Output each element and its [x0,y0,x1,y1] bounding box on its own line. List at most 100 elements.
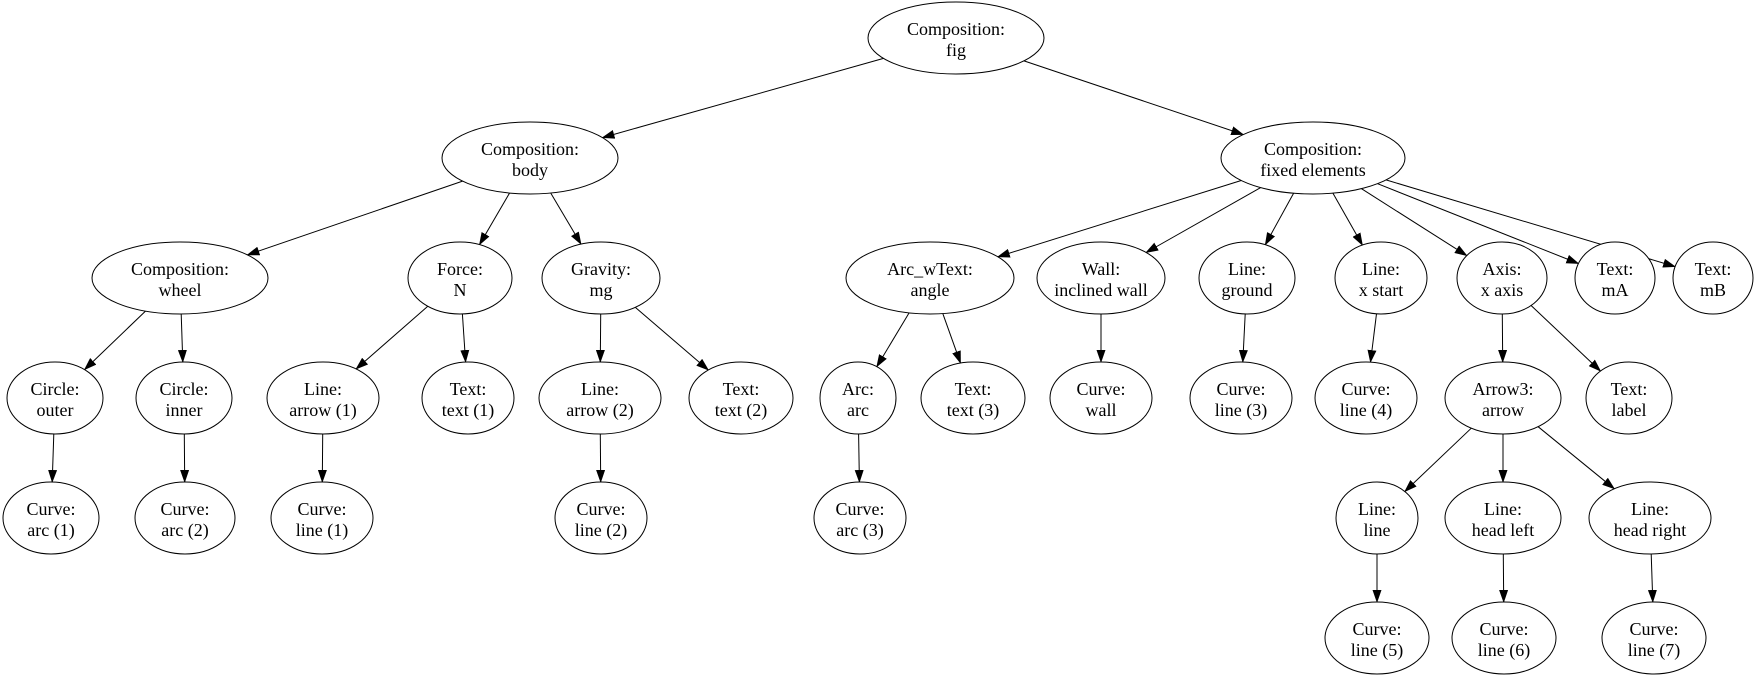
node-label-type-circle_outer: Circle: [31,379,80,399]
node-ellipse-line_line [1335,481,1419,555]
node-label-name-curve_line1: line (1) [296,520,348,541]
node-label-name-axis_xaxis: x axis [1481,280,1524,300]
edge-line_headright-to-curve_line7 [1647,553,1657,603]
tree-node-curve_wall: Curve:wall [1049,361,1153,435]
node-label-type-arrow3_arrow: Arrow3: [1473,379,1534,399]
node-label-type-line_headleft: Line: [1484,499,1522,519]
node-label-type-gravity_mg: Gravity: [571,259,631,279]
tree-node-text_text1: Text:text (1) [421,361,515,435]
node-ellipse-text_mb [1672,241,1754,315]
node-label-type-curve_line4: Curve: [1342,379,1391,399]
node-label-type-arc_wtext_angle: Arc_wText: [887,259,973,279]
edge-arc_wtext_angle-to-text_text3 [942,313,961,365]
edge-axis_xaxis-to-text_label [1530,305,1602,372]
node-ellipse-text_text1 [421,361,515,435]
edge-arrow3_arrow-to-line_line [1404,427,1472,493]
tree-node-curve_line6: Curve:line (6) [1451,601,1557,675]
edge-line_ground-to-curve_line3 [1238,313,1248,363]
node-ellipse-line_arrow1 [266,361,380,435]
node-label-name-gravity_mg: mg [589,280,612,300]
node-label-name-curve_arc1: arc (1) [27,520,74,541]
tree-node-text_ma: Text:mA [1574,241,1656,315]
tree-node-circle_inner: Circle:inner [135,361,233,435]
tree-node-curve_line2: Curve:line (2) [554,481,648,555]
node-ellipse-curve_line5 [1324,601,1430,675]
edge-line_xstart-to-curve_line4 [1367,313,1377,364]
tree-node-force_n: Force:N [407,241,513,315]
tree-node-text_text2: Text:text (2) [688,361,794,435]
node-label-name-text_mb: mB [1700,280,1726,300]
node-label-type-line_line: Line: [1358,499,1396,519]
node-label-name-arc_arc: arc [847,400,869,420]
edge-fig-to-fixed_elements [1023,60,1245,135]
node-label-name-curve_line2: line (2) [575,520,627,541]
node-ellipse-line_headright [1588,481,1712,555]
node-ellipse-line_ground [1198,241,1296,315]
tree-node-line_ground: Line:ground [1198,241,1296,315]
node-ellipse-wall_inclined [1036,241,1166,315]
edge-arc_wtext_angle-to-arc_arc [876,312,910,368]
node-label-type-curve_line2: Curve: [577,499,626,519]
node-label-type-force_n: Force: [437,259,483,279]
node-ellipse-fig [867,1,1045,75]
edge-wheel-to-circle_outer [83,310,146,371]
node-label-type-text_label: Text: [1611,379,1648,399]
node-ellipse-curve_arc3 [813,481,907,555]
node-label-type-curve_line7: Curve: [1630,619,1679,639]
node-ellipse-curve_line6 [1451,601,1557,675]
edge-gravity_mg-to-text_text2 [634,306,710,371]
node-ellipse-line_xstart [1334,241,1428,315]
node-ellipse-curve_arc2 [134,481,236,555]
node-label-name-curve_line7: line (7) [1628,640,1680,661]
node-label-name-line_headleft: head left [1472,520,1534,540]
node-ellipse-line_arrow2 [538,361,662,435]
tree-node-line_line: Line:line [1335,481,1419,555]
edge-fixed_elements-to-wall_inclined [1145,187,1261,253]
node-ellipse-curve_line1 [270,481,374,555]
node-label-type-curve_line5: Curve: [1353,619,1402,639]
node-label-name-curve_line5: line (5) [1351,640,1403,661]
edge-fixed_elements-to-line_ground [1264,192,1295,246]
edge-force_n-to-text_text1 [460,313,470,363]
node-label-type-fig: Composition: [907,19,1005,39]
node-ellipse-text_text2 [688,361,794,435]
edge-wheel-to-circle_inner [177,313,187,363]
tree-node-fig: Composition:fig [867,1,1045,75]
node-label-name-circle_inner: inner [166,400,203,420]
edge-body-to-wheel [246,180,463,256]
node-label-name-text_text3: text (3) [947,400,999,421]
tree-node-text_mb: Text:mB [1672,241,1754,315]
node-label-name-curve_wall: wall [1086,400,1117,420]
node-label-type-text_text3: Text: [955,379,992,399]
node-ellipse-curve_wall [1049,361,1153,435]
node-ellipse-fixed_elements [1220,121,1406,195]
node-label-type-curve_line3: Curve: [1217,379,1266,399]
node-ellipse-circle_inner [135,361,233,435]
node-label-name-fig: fig [946,40,966,60]
node-ellipse-body [441,121,619,195]
node-ellipse-line_headleft [1444,481,1562,555]
node-label-name-text_text2: text (2) [715,400,767,421]
node-label-type-fixed_elements: Composition: [1264,139,1362,159]
node-label-name-force_n: N [454,280,467,300]
tree-node-axis_xaxis: Axis:x axis [1456,241,1548,315]
node-label-name-line_arrow2: arrow (2) [566,400,633,421]
tree-node-line_headleft: Line:head left [1444,481,1562,555]
node-label-type-axis_xaxis: Axis: [1482,259,1521,279]
tree-node-curve_line5: Curve:line (5) [1324,601,1430,675]
node-ellipse-gravity_mg [541,241,661,315]
tree-node-body: Composition:body [441,121,619,195]
node-label-name-curve_line4: line (4) [1340,400,1392,421]
node-label-name-curve_arc3: arc (3) [836,520,883,541]
node-ellipse-circle_outer [6,361,104,435]
node-label-name-line_xstart: x start [1359,280,1404,300]
edge-body-to-force_n [478,192,511,246]
node-label-name-line_arrow1: arrow (1) [289,400,356,421]
tree-node-curve_arc1: Curve:arc (1) [2,481,100,555]
tree-node-wall_inclined: Wall:inclined wall [1036,241,1166,315]
tree-node-line_arrow1: Line:arrow (1) [266,361,380,435]
edge-fixed_elements-to-line_xstart [1332,192,1363,246]
node-ellipse-curve_line2 [554,481,648,555]
edge-circle_outer-to-curve_arc1 [48,433,58,483]
